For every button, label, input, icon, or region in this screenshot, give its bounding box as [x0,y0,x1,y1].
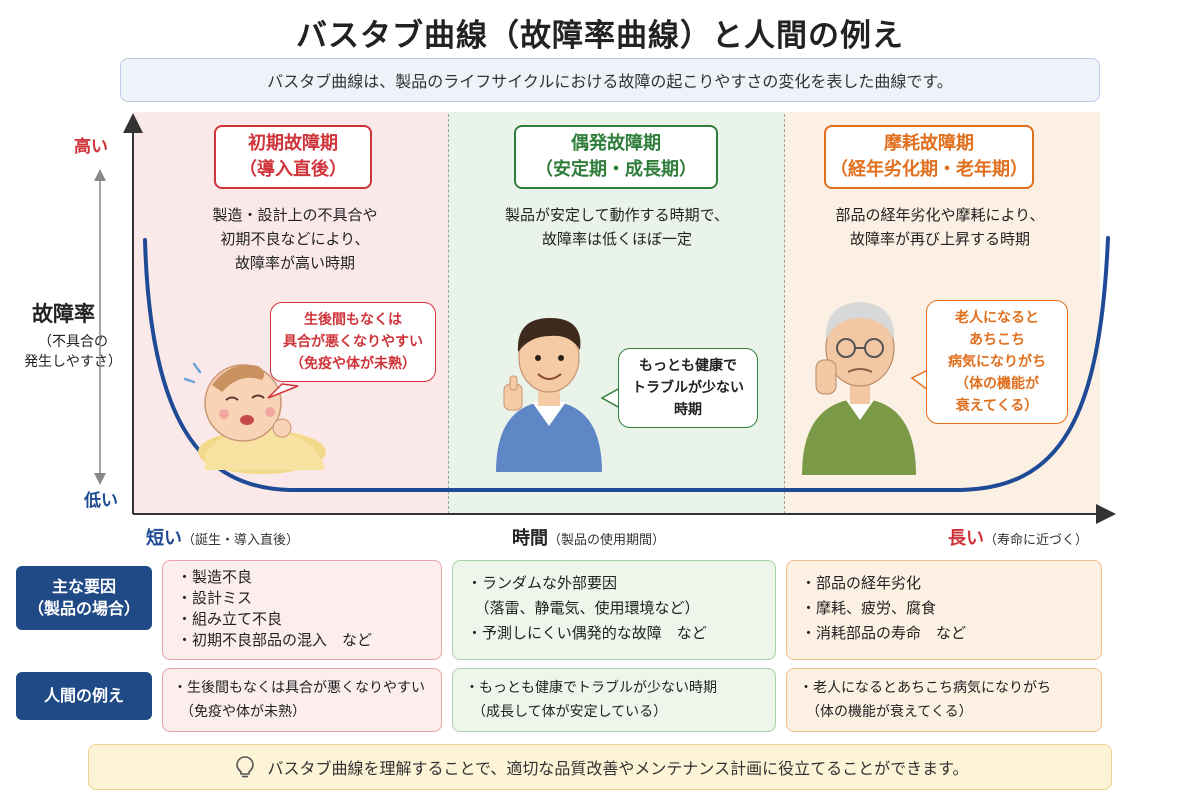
tip-text: バスタブ曲線を理解することで、適切な品質改善やメンテナンス計画に役立てることがで… [267,759,969,778]
x-axis-title-label: 時間 [512,528,548,549]
intro-banner: バスタブ曲線は、製品のライフサイクルにおける故障の起こりやすさの変化を表した曲線… [120,58,1100,102]
y-axis-subtitle: （不具合の 発生しやすさ） [18,332,128,372]
phase-desc-line: 故障率は低くほぼ一定 [541,230,692,248]
x-axis-short: 短い（誕生・導入直後） [146,524,299,550]
human-label-text: 人間の例え [43,686,124,705]
causes-label-line: （製品の場合） [27,599,140,618]
phase-title-sub: （導入直後） [239,159,347,180]
y-axis-sub-line: （不具合の [38,334,108,350]
bubble-line: （免疫や体が未熟） [290,356,416,372]
phase-divider [448,114,449,514]
tip-banner: バスタブ曲線を理解することで、適切な品質改善やメンテナンス計画に役立てることがで… [88,744,1112,790]
causes-item: ・初期不良部品の混入 など [177,631,373,649]
causes-item: ・ランダムな外部要因 [467,574,618,592]
causes-box-random: ・ランダムな外部要因 （落雷、静電気、使用環境など） ・予測しにくい偶発的な故障… [452,560,776,660]
phase-title-early: 初期故障期 （導入直後） [214,125,372,189]
phase-title-main: 摩耗故障期 [884,133,974,154]
phase-title-main: 偶発故障期 [571,133,661,154]
phase-desc-line: 部品の経年劣化や摩耗により、 [835,206,1045,224]
bubble-tail [267,383,299,399]
human-item: （免疫や体が未熟） [173,704,306,720]
human-box-random: ・もっとも健康でトラブルが少ない時期 （成長して体が安定している） [452,668,776,732]
phase-desc-line: 故障率が高い時期 [234,254,355,272]
causes-row-label: 主な要因 （製品の場合） [16,566,152,630]
y-axis-title: 故障率 [32,302,95,326]
speech-bubble-early: 生後間もなくは 具合が悪くなりやすい （免疫や体が未熟） [270,302,436,382]
phase-desc-random: 製品が安定して動作する時期で、 故障率は低くほぼ一定 [462,203,772,251]
young-man-illustration [496,318,602,472]
causes-item: ・組み立て不良 [177,610,283,628]
baby-illustration [183,362,326,474]
phase-desc-line: 製品が安定して動作する時期で、 [505,206,729,224]
x-axis-short-note: （誕生・導入直後） [182,533,300,548]
speech-bubble-wear: 老人になると あちこち 病気になりがち （体の機能が 衰えてくる） [926,300,1068,424]
human-item: ・生後間もなくは具合が悪くなりやすい [173,680,425,696]
causes-item: （落雷、静電気、使用環境など） [467,599,700,617]
human-item: （成長して体が安定している） [465,704,668,720]
phase-title-wear: 摩耗故障期 （経年劣化期・老年期） [824,125,1034,189]
x-axis-long-label: 長い [948,528,984,549]
phase-desc-early: 製造・設計上の不具合や 初期不良などにより、 故障率が高い時期 [160,203,430,275]
y-axis-sub-line: 発生しやすさ） [24,354,122,370]
human-item: ・老人になるとあちこち病気になりがち [799,680,1051,696]
speech-bubble-random: もっとも健康で トラブルが少ない 時期 [618,348,758,428]
phase-desc-line: 製造・設計上の不具合や [212,206,378,224]
y-axis-low: 低い [84,491,118,511]
bubble-line: 具合が悪くなりやすい [283,334,423,350]
human-item: （体の機能が衰えてくる） [799,704,973,720]
bubble-line: 衰えてくる） [955,398,1039,414]
bathtub-curve [143,236,1110,492]
x-axis-long: 長い（寿命に近づく） [948,524,1088,550]
phase-desc-line: 初期不良などにより、 [220,230,370,248]
bubble-line: 生後間もなくは [304,312,402,328]
bubble-line: 病気になりがち [948,354,1046,370]
human-row-label: 人間の例え [16,672,152,720]
bubble-line: トラブルが少ない [632,380,744,396]
causes-item: ・製造不良 [177,568,253,586]
causes-item: ・消耗部品の寿命 など [801,624,967,642]
causes-item: ・予測しにくい偶発的な故障 など [467,624,707,642]
elderly-man-illustration [802,302,916,475]
human-item: ・もっとも健康でトラブルが少ない時期 [465,680,717,696]
y-axis-high: 高い [74,137,108,157]
page-title: バスタブ曲線（故障率曲線）と人間の例え [296,18,904,54]
phase-title-sub: （経年劣化期・老年期） [830,159,1028,180]
causes-item: ・設計ミス [177,589,253,607]
causes-box-wear: ・部品の経年劣化 ・摩耗、疲労、腐食 ・消耗部品の寿命 など [786,560,1102,660]
human-box-wear: ・老人になるとあちこち病気になりがち （体の機能が衰えてくる） [786,668,1102,732]
bubble-line: 老人になると [955,310,1039,326]
bathtub-chart [94,113,1116,524]
lightbulb-icon [235,756,254,778]
intro-text: バスタブ曲線は、製品のライフサイクルにおける故障の起こりやすさの変化を表した曲線… [267,72,953,91]
x-axis-title-note: （製品の使用期間） [548,533,666,548]
x-axis-long-note: （寿命に近づく） [984,533,1089,548]
phase-title-random: 偶発故障期 （安定期・成長期） [514,125,718,189]
bubble-line: （体の機能が [955,376,1039,392]
phase-title-main: 初期故障期 [248,133,338,154]
x-axis-title: 時間（製品の使用期間） [512,524,665,550]
causes-item: ・部品の経年劣化 [801,574,922,592]
causes-item: ・摩耗、疲労、腐食 [801,599,937,617]
phase-title-sub: （安定期・成長期） [535,159,697,180]
bubble-line: あちこち [969,332,1025,348]
phase-desc-wear: 部品の経年劣化や摩耗により、 故障率が再び上昇する時期 [790,203,1090,251]
phase-desc-line: 故障率が再び上昇する時期 [849,230,1030,248]
x-axis-short-label: 短い [146,528,182,549]
human-box-early: ・生後間もなくは具合が悪くなりやすい （免疫や体が未熟） [162,668,442,732]
causes-label-line: 主な要因 [51,577,116,596]
bubble-line: もっとも健康で [639,358,737,374]
bubble-line: 時期 [674,402,702,418]
causes-box-early: ・製造不良 ・設計ミス ・組み立て不良 ・初期不良部品の混入 など [162,560,442,660]
phase-divider [784,114,785,514]
